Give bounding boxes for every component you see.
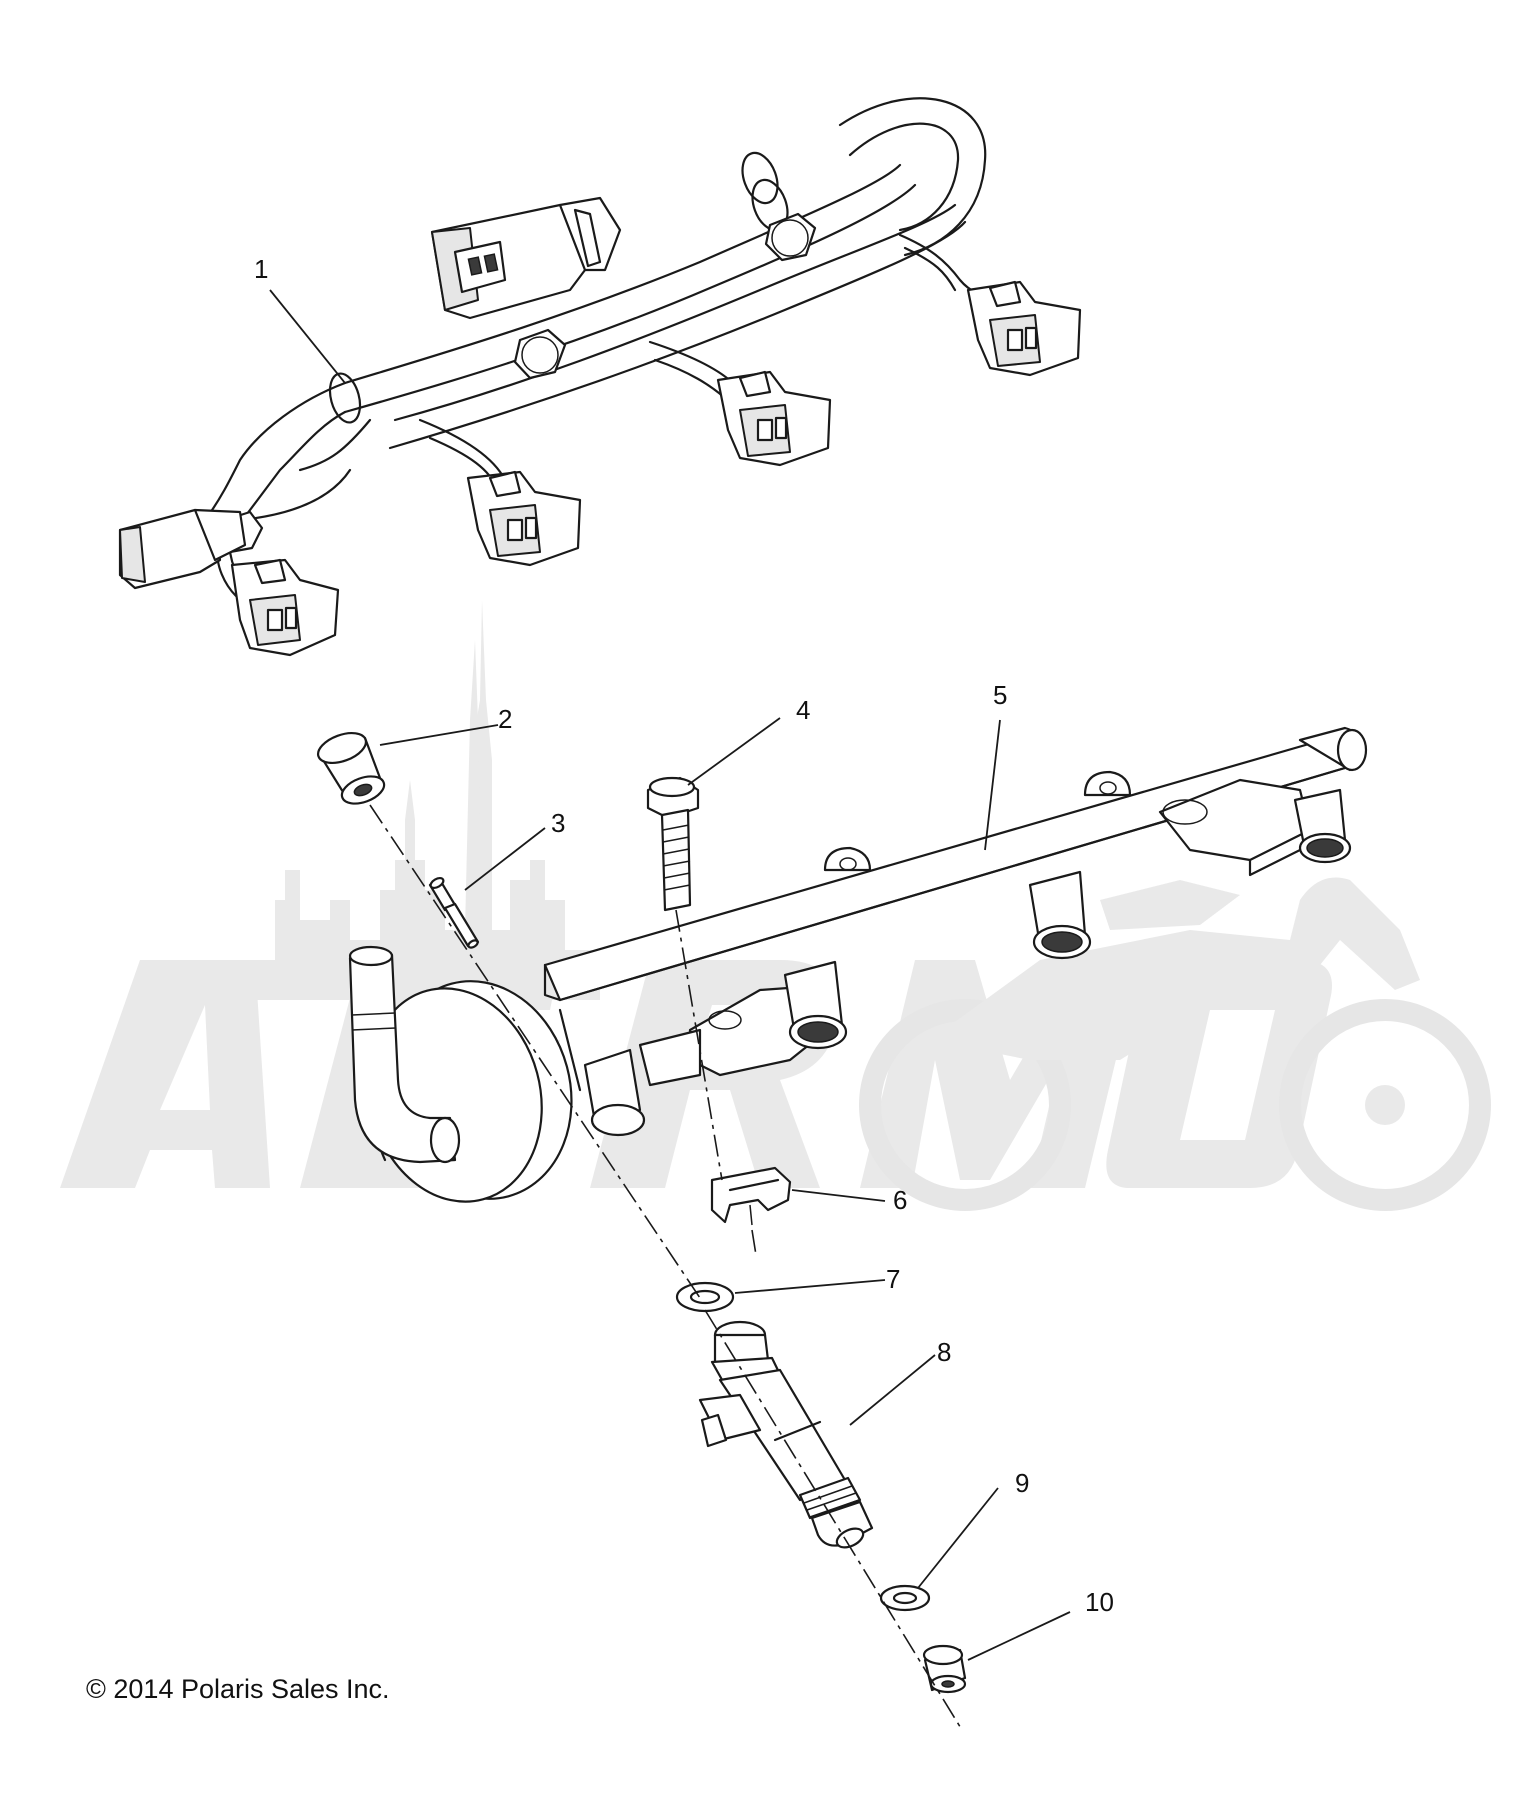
- rail-injector-cup: [1028, 870, 1092, 960]
- harness-side-connector: [118, 508, 247, 590]
- callout-10: 10: [1085, 1587, 1114, 1617]
- callout-3: 3: [551, 808, 565, 838]
- injector-connector-4: [966, 280, 1082, 377]
- callout-7: 7: [886, 1264, 900, 1294]
- callout-leaders: [269, 289, 1071, 1661]
- rail-injector-cup: [1293, 788, 1352, 864]
- callout-labels: 1 2 3 4 5 6 7 8 9 10: [254, 254, 1114, 1617]
- fuel-injector: [698, 1320, 874, 1549]
- schrader-valve: [428, 876, 480, 949]
- harness-clip: [764, 212, 817, 262]
- callout-6: 6: [893, 1185, 907, 1215]
- callout-2: 2: [498, 704, 512, 734]
- callout-5: 5: [993, 680, 1007, 710]
- mounting-bolt: [646, 776, 700, 912]
- upper-o-ring: [675, 1281, 735, 1313]
- fuel-rail: [348, 726, 1368, 1203]
- wiring-harness: [118, 97, 1082, 657]
- rail-injector-cup: [783, 960, 848, 1050]
- injector-connector-1: [230, 558, 340, 657]
- fuel-inlet-elbow: [348, 945, 461, 1164]
- assembly-centerline: [369, 804, 963, 1731]
- injector-connector-2: [466, 470, 582, 567]
- callout-8: 8: [937, 1337, 951, 1367]
- callout-9: 9: [1015, 1468, 1029, 1498]
- injector-retaining-clip: [710, 1166, 792, 1226]
- harness-clip: [513, 328, 567, 380]
- lower-o-ring: [879, 1584, 931, 1612]
- fuel-rail-cap: [316, 731, 386, 805]
- harness-main-connector: [430, 196, 622, 320]
- copyright-notice: © 2014 Polaris Sales Inc.: [86, 1674, 390, 1704]
- rail-injector-cup: [583, 1048, 646, 1137]
- callout-1: 1: [254, 254, 268, 284]
- injector-seal: [922, 1644, 967, 1694]
- watermark-logo: [60, 600, 1491, 1211]
- callout-4: 4: [796, 695, 810, 725]
- injector-connector-3: [716, 370, 832, 467]
